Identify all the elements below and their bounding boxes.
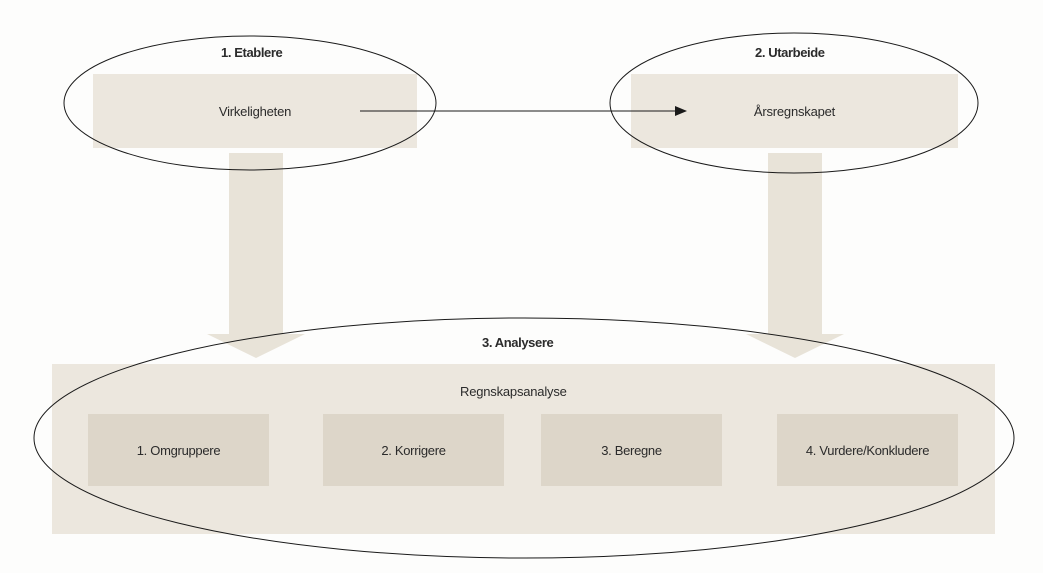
stage-2-label: 2. Utarbeide	[755, 45, 825, 60]
step-omgruppere-text: 1. Omgruppere	[136, 442, 221, 458]
regnskapsanalyse-text: Regnskapsanalyse	[460, 384, 567, 399]
virkeligheten-text: Virkeligheten	[218, 103, 292, 119]
arsregnskapet-text: Årsregnskapet	[753, 103, 836, 119]
step-beregne: 3. Beregne	[541, 414, 722, 486]
stage-1-label: 1. Etablere	[221, 45, 283, 60]
step-vurdere-konkludere: 4. Vurdere/Konkludere	[777, 414, 958, 486]
step-korrigere: 2. Korrigere	[323, 414, 504, 486]
stage-3-label: 3. Analysere	[482, 335, 554, 350]
utarbeide-ellipse	[609, 32, 979, 174]
etablere-ellipse	[63, 35, 437, 171]
step-vurdere-konkludere-text: 4. Vurdere/Konkludere	[805, 442, 930, 458]
block-arrow-right	[746, 153, 844, 358]
block-arrow-left	[207, 153, 305, 358]
analysere-ellipse	[33, 317, 1015, 559]
step-beregne-text: 3. Beregne	[601, 442, 662, 458]
step-omgruppere: 1. Omgruppere	[88, 414, 269, 486]
step-korrigere-text: 2. Korrigere	[381, 442, 446, 458]
